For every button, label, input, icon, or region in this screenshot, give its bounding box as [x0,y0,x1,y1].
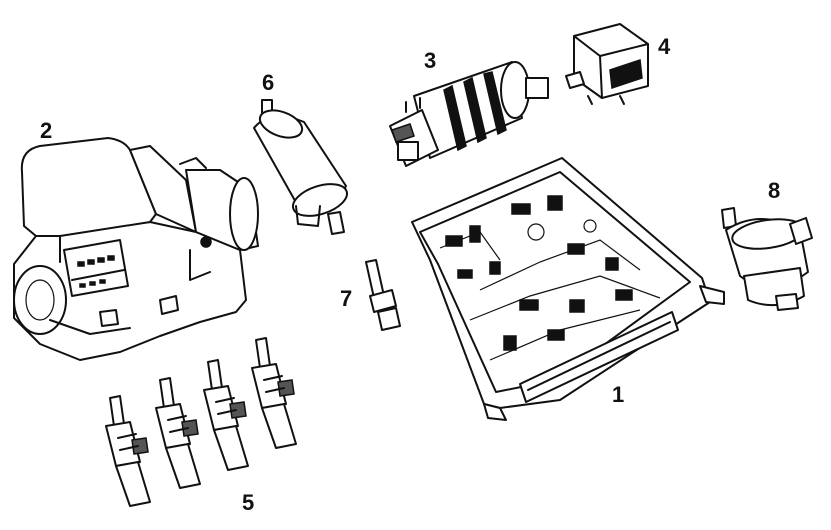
label-fuel-pump: 3 [424,48,436,73]
label-temp-sensor: 7 [340,286,352,311]
air-flow-meter [13,137,259,361]
relay [565,23,649,105]
label-ecu: 1 [612,382,624,407]
injector-3 [203,359,249,471]
ecu-board [411,157,725,421]
fuel-filter [253,99,348,235]
injector-1 [105,395,151,507]
label-pressure-regulator: 8 [768,178,780,203]
injector-4 [251,337,297,449]
injector-2 [155,377,201,489]
label-relay: 4 [658,34,671,59]
label-injectors: 5 [242,490,254,515]
label-fuel-filter: 6 [262,70,274,95]
pressure-regulator [721,207,813,311]
label-air-flow-meter: 2 [40,118,52,143]
fuel-pump [389,61,549,167]
temp-sensor [365,259,401,331]
